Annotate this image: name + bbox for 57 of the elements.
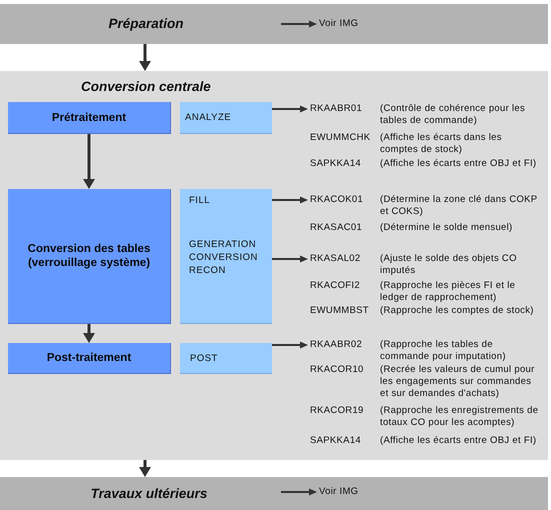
program-name: RKAABR02 <box>310 339 364 351</box>
arrow <box>139 460 151 477</box>
arrow <box>272 196 308 204</box>
panel-title: Conversion centrale <box>81 79 211 95</box>
phase-box <box>180 343 272 374</box>
phase-label: CONVERSION <box>189 251 259 264</box>
program-description: (Recrée les valeurs de cumul pour les engagements sur commandes et sur demandes d'achats) <box>380 364 536 400</box>
link-text: Voir IMG <box>319 486 358 498</box>
process-label: Prétraitement <box>52 110 126 124</box>
phase-box <box>180 189 272 324</box>
program-description: (Affiche les écarts entre OBJ et FI) <box>380 435 538 447</box>
arrow <box>139 44 151 71</box>
program-description: (Rapproche les enregistrements de totaux CO pour les acomptes) <box>380 405 540 429</box>
program-description: (Affiche les écarts entre OBJ et FI) <box>380 158 538 170</box>
stage-title: Préparation <box>108 16 184 32</box>
process-label: Conversion des tables (verrouillage système) <box>26 242 152 270</box>
process-box <box>8 189 171 324</box>
program-description: (Rapproche les pièces FI et le ledger de rapprochement) <box>380 280 516 304</box>
arrow <box>272 106 308 112</box>
program-description: (Détermine la zone clé dans COKP et COKS) <box>380 194 538 218</box>
phase-label: POST <box>190 352 219 364</box>
program-name: SAPKKA14 <box>310 158 361 170</box>
arrow <box>281 20 317 28</box>
program-name: RKACOK01 <box>310 194 364 206</box>
process-label: Post-traitement <box>46 351 132 365</box>
phase-box <box>180 102 272 134</box>
link-text: Voir IMG <box>319 18 358 30</box>
stage-title: Travaux ultérieurs <box>90 486 208 502</box>
program-name: EWUMMBST <box>310 305 369 317</box>
phase-label: RECON <box>189 264 227 277</box>
program-name: EWUMMCHK <box>310 132 370 144</box>
stage-panel <box>0 71 548 460</box>
program-description: (Affiche les écarts dans les comptes de stock) <box>380 132 503 156</box>
program-name: RKASAC01 <box>310 222 362 234</box>
stage-band <box>0 477 548 510</box>
program-description: (Rapproche les comptes de stock) <box>380 305 535 317</box>
program-name: RKACOR10 <box>310 364 364 376</box>
process-box <box>8 102 171 134</box>
arrow <box>272 342 308 348</box>
program-name: RKAABR01 <box>310 103 364 115</box>
phase-label: ANALYZE <box>185 111 232 124</box>
process-box <box>8 343 171 374</box>
program-name: RKASAL02 <box>310 253 362 265</box>
arrow <box>83 134 95 189</box>
program-name: RKACOR19 <box>310 405 364 417</box>
arrow <box>281 488 317 496</box>
program-description: (Contrôle de cohérence pour les tables de commande) <box>380 103 526 127</box>
phase-label: GENERATION <box>189 238 258 251</box>
phase-label: FILL <box>189 194 212 207</box>
arrow <box>272 256 308 262</box>
program-description: (Détermine le solde mensuel) <box>380 222 514 234</box>
arrow <box>83 324 95 343</box>
program-name: RKACOFI2 <box>310 280 360 292</box>
program-description: (Ajuste le solde des objets CO imputés <box>380 253 518 277</box>
program-description: (Rapproche les tables de commande pour imputation) <box>380 339 507 363</box>
program-name: SAPKKA14 <box>310 435 361 447</box>
stage-band <box>0 4 548 44</box>
